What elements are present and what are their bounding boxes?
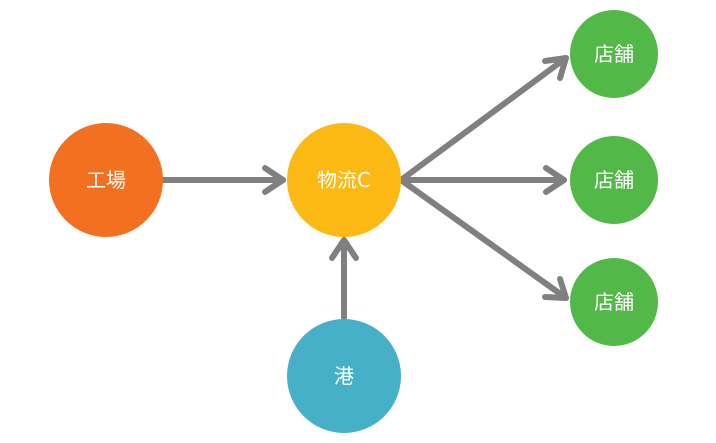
store-circle	[570, 10, 658, 98]
node-factory: 工場	[49, 123, 163, 237]
arrow-logistics-to-store2	[398, 165, 567, 195]
factory-circle	[49, 123, 163, 237]
logistics-circle	[287, 123, 401, 237]
store-label: 店舗	[594, 290, 634, 314]
arrow-factory-to-logistics	[160, 165, 286, 195]
logistics-label: 物流C	[317, 168, 371, 192]
node-store-3: 店舗	[570, 258, 658, 346]
store-label: 店舗	[594, 42, 634, 66]
arrow-logistics-to-store3	[398, 177, 569, 301]
store-label: 店舗	[594, 168, 634, 192]
factory-label: 工場	[86, 168, 126, 192]
port-circle	[287, 319, 401, 433]
node-port: 港	[287, 319, 401, 433]
arrow-port-to-logistics	[329, 237, 359, 322]
node-store-1: 店舗	[570, 10, 658, 98]
port-label: 港	[334, 364, 354, 388]
node-store-2: 店舗	[570, 136, 658, 224]
node-logistics: 物流C	[287, 123, 401, 237]
store-circle	[570, 136, 658, 224]
store-circle	[570, 258, 658, 346]
arrow-logistics-to-store1	[398, 55, 569, 183]
